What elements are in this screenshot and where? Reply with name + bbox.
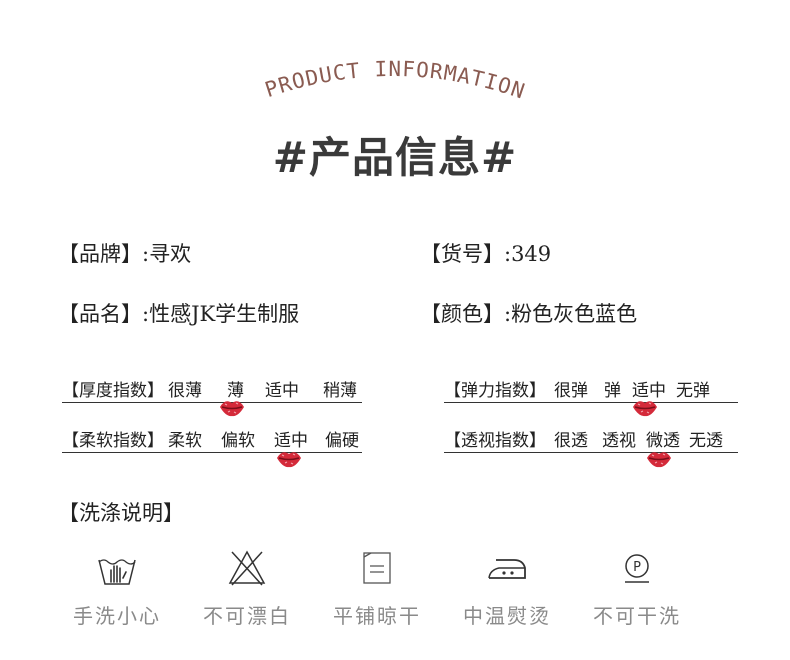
care-item-no-dry-clean: P 不可干洗 — [572, 548, 702, 629]
transparency-meter: 【透视指数】 很透 透视 微透 无透 — [444, 426, 738, 453]
meter-label: 【透视指数】 — [444, 431, 546, 451]
care-label: 手洗小心 — [73, 604, 161, 628]
item-number-attribute: 【货号】:349 — [420, 242, 552, 266]
page-title: #产品信息# — [272, 133, 518, 182]
eng-title-text: PRODUCT INFORMATION — [262, 57, 528, 104]
meter-option: 薄 — [227, 381, 244, 401]
meter-option: 适中 — [265, 381, 299, 401]
meter-option: 弹 — [604, 381, 621, 401]
iron-medium-icon — [488, 559, 526, 579]
no-bleach-icon — [228, 550, 266, 586]
meter-option: 适中 — [632, 381, 666, 401]
care-label: 平铺晾干 — [333, 604, 421, 628]
meter-option: 透视 — [602, 431, 636, 451]
product-name-attribute: 【品名】:性感JK学生制服 — [58, 302, 300, 326]
meter-option: 很透 — [554, 431, 588, 451]
meter-option: 偏软 — [221, 431, 255, 451]
meter-option: 偏硬 — [325, 431, 359, 451]
lips-marker-icon — [633, 401, 657, 417]
wash-instructions-title: 【洗涤说明】 — [58, 501, 184, 525]
meter-option: 很薄 — [168, 381, 202, 401]
meter-label: 【厚度指数】 — [62, 381, 164, 401]
care-item-flat-dry: 平铺晾干 — [312, 548, 442, 629]
thickness-meter: 【厚度指数】 很薄 薄 适中 稍薄 — [62, 376, 362, 403]
care-item-hand-wash: 手洗小心 — [52, 548, 182, 629]
meter-option: 微透 — [646, 431, 680, 451]
meter-option: 稍薄 — [323, 381, 357, 401]
product-information-arc-title: PRODUCT INFORMATION — [262, 57, 528, 104]
lips-marker-icon — [647, 452, 671, 468]
care-label: 中温熨烫 — [463, 604, 551, 628]
meter-option: 适中 — [274, 431, 308, 451]
lips-marker-icon — [277, 452, 301, 468]
elasticity-meter: 【弹力指数】 很弹 弹 适中 无弹 — [444, 376, 738, 403]
care-label: 不可漂白 — [203, 604, 291, 628]
softness-meter: 【柔软指数】 柔软 偏软 适中 偏硬 — [62, 426, 362, 453]
no-dry-clean-icon: P — [625, 554, 649, 583]
flat-dry-icon — [363, 552, 391, 584]
care-item-no-bleach: 不可漂白 — [182, 548, 312, 629]
meter-label: 【弹力指数】 — [444, 381, 546, 401]
lips-marker-icon — [220, 401, 244, 417]
hand-wash-icon — [98, 559, 136, 585]
svg-text:P: P — [633, 560, 641, 575]
care-item-iron-medium: 中温熨烫 — [442, 548, 572, 629]
meter-option: 柔软 — [168, 431, 202, 451]
care-label: 不可干洗 — [593, 604, 681, 628]
meter-label: 【柔软指数】 — [62, 431, 164, 451]
meter-option: 无弹 — [676, 381, 710, 401]
color-attribute: 【颜色】:粉色灰色蓝色 — [420, 302, 638, 326]
brand-attribute: 【品牌】:寻欢 — [58, 242, 192, 266]
meter-option: 无透 — [689, 431, 723, 451]
meter-option: 很弹 — [554, 381, 588, 401]
